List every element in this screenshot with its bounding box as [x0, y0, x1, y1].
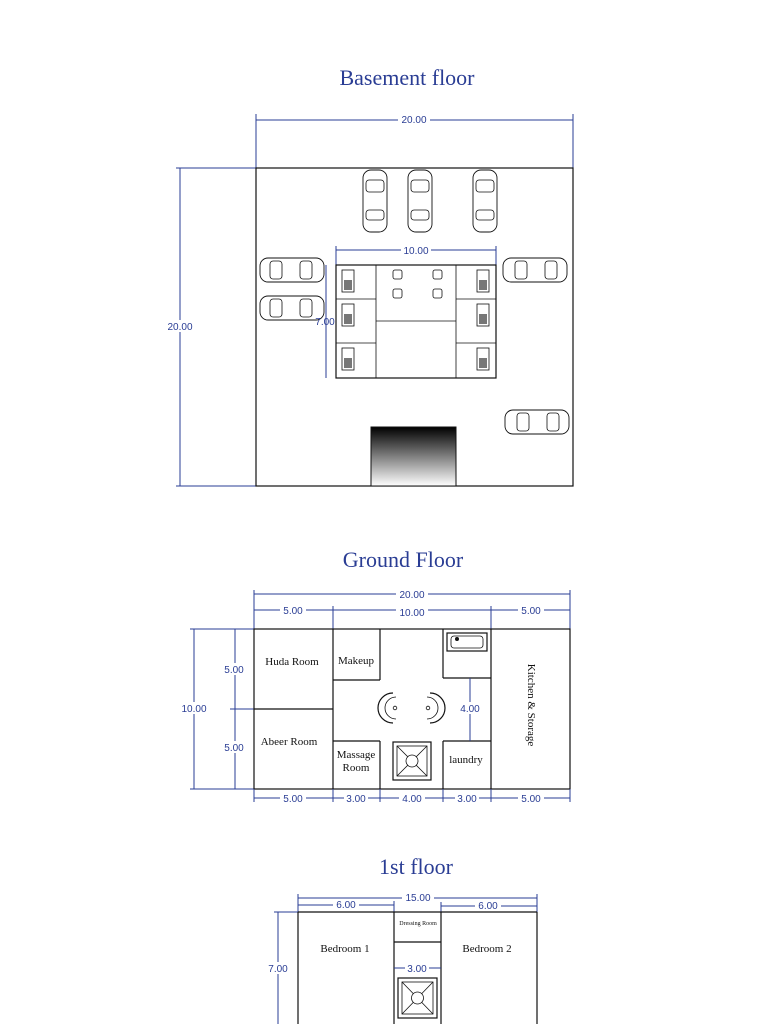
basement-inner-width-dimension: 10.00 — [335, 244, 497, 265]
room-label-bedroom-1: Bedroom 1 — [320, 943, 369, 955]
ground-floor-plan: Ground Floor 20.00 5.00 10.00 5.00 — [178, 547, 571, 805]
first-depth-label: 7.00 — [268, 964, 288, 975]
chair — [432, 269, 443, 280]
room-label-kitchen: Kitchen & Storage — [525, 664, 537, 747]
basement-inner-block — [335, 264, 497, 379]
ground-depth-dimension: 10.00 5.00 5.00 — [178, 628, 254, 790]
atrium-feature — [392, 741, 432, 781]
parked-car — [362, 169, 388, 233]
first-floor-title: 1st floor — [379, 854, 454, 879]
ground-bottom-dim-3: 4.00 — [402, 794, 422, 805]
basement-depth-label: 20.00 — [167, 322, 192, 333]
room-label-makeup: Makeup — [338, 655, 375, 667]
parked-car — [504, 409, 570, 435]
bed — [341, 269, 355, 293]
ground-bottom-dim-4: 3.00 — [457, 794, 477, 805]
basement-plan: Basement floor 20.00 20.00 — [164, 65, 574, 487]
ground-bottom-dim-1: 5.00 — [283, 794, 303, 805]
basement-inner-width-label: 10.00 — [403, 246, 428, 257]
basement-title: Basement floor — [339, 65, 475, 90]
ground-left-upper-label: 5.00 — [224, 665, 244, 676]
ground-depth-label: 10.00 — [181, 704, 206, 715]
room-label-dressing: Dressing Room — [399, 921, 437, 927]
garage-ramp — [370, 426, 457, 487]
basement-width-label: 20.00 — [401, 115, 426, 126]
bathtub — [446, 632, 488, 652]
parked-car — [407, 169, 433, 233]
chair — [432, 288, 443, 299]
lounge-chair — [377, 692, 398, 724]
basement-width-dimension: 20.00 — [255, 113, 574, 168]
ground-bottom-dimensions: 5.00 3.00 4.00 3.00 5.00 — [253, 789, 571, 805]
first-depth-dimension: 7.00 — [264, 911, 298, 1024]
first-total-width-label: 15.00 — [405, 893, 430, 904]
ground-total-width-label: 20.00 — [399, 590, 424, 601]
parked-car — [259, 295, 325, 321]
room-label-bedroom-2: Bedroom 2 — [462, 943, 511, 955]
bed — [476, 269, 490, 293]
ground-bottom-dim-5: 5.00 — [521, 794, 541, 805]
parked-car — [472, 169, 498, 233]
ground-top-left-label: 5.00 — [283, 606, 303, 617]
ground-floor-title: Ground Floor — [343, 547, 464, 572]
room-label-laundry: laundry — [449, 754, 483, 766]
lounge-chair — [425, 692, 446, 724]
room-label-massage-line1: Massage — [337, 749, 376, 761]
ground-top-mid-label: 10.00 — [399, 608, 424, 619]
first-width-dimensions: 15.00 6.00 6.00 — [297, 892, 538, 912]
basement-depth-dimension: 20.00 — [164, 167, 256, 487]
ground-total-width-dimension: 20.00 — [253, 588, 571, 629]
ground-left-lower-label: 5.00 — [224, 743, 244, 754]
first-inner-label: 3.00 — [407, 964, 427, 975]
bed — [476, 303, 490, 327]
parked-car — [259, 257, 325, 283]
bed — [341, 347, 355, 371]
room-label-huda: Huda Room — [265, 656, 319, 668]
first-floor-plan: 1st floor 15.00 6.00 6.00 7.00 — [264, 854, 538, 1024]
bed — [476, 347, 490, 371]
ground-inner-vertical-dimension: 4.00 — [459, 678, 481, 741]
chair — [392, 269, 403, 280]
ground-segment-width-dimensions: 5.00 10.00 5.00 — [254, 604, 570, 629]
bed — [341, 303, 355, 327]
parked-car — [502, 257, 568, 283]
basement-inner-depth-dimension: 7.00 — [315, 265, 335, 378]
room-label-massage-line2: Room — [343, 762, 370, 774]
first-inner-dimension: 3.00 — [394, 962, 441, 975]
basement-inner-depth-label: 7.00 — [315, 317, 335, 328]
first-right-width-label: 6.00 — [478, 901, 498, 912]
room-label-abeer: Abeer Room — [261, 736, 318, 748]
atrium-feature — [397, 977, 438, 1019]
ground-top-right-label: 5.00 — [521, 606, 541, 617]
ground-bottom-dim-2: 3.00 — [346, 794, 366, 805]
first-left-width-label: 6.00 — [336, 900, 356, 911]
ground-interior-walls — [254, 629, 492, 789]
chair — [392, 288, 403, 299]
ground-inner-vertical-label: 4.00 — [460, 704, 480, 715]
